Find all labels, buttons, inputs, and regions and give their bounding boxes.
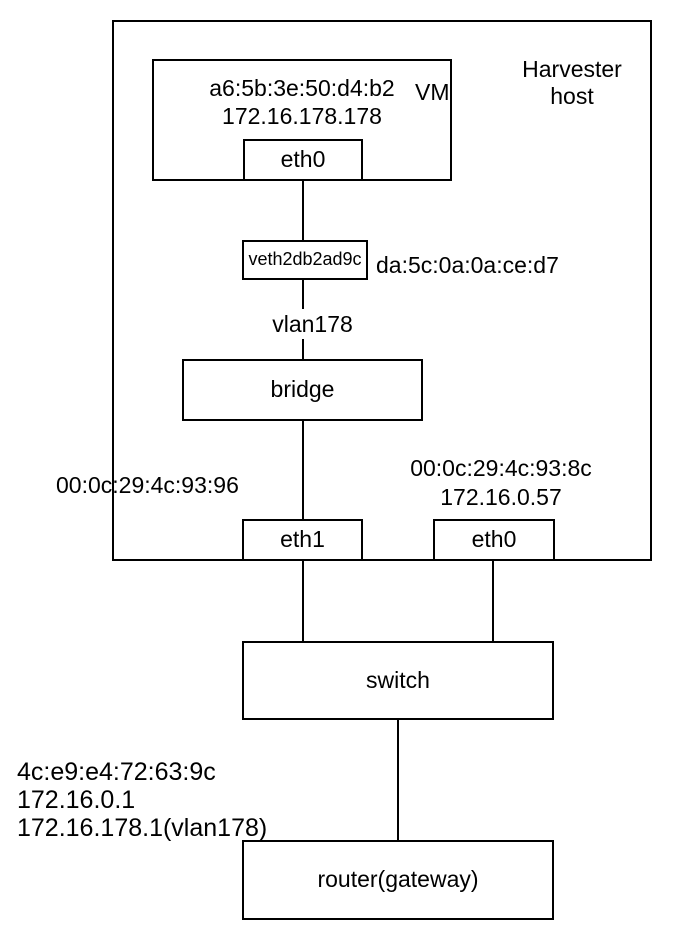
bridge-label: bridge	[270, 376, 335, 403]
edge-eth0-to-switch	[492, 561, 494, 641]
veth-mac-address: da:5c:0a:0a:ce:d7	[376, 252, 559, 278]
vm-eth0-box: eth0	[243, 139, 363, 181]
vm-eth0-label: eth0	[280, 146, 326, 173]
vm-tag: VM	[415, 79, 450, 105]
eth0-host-mac-address: 00:0c:29:4c:93:8c	[410, 455, 592, 481]
eth0-host-addresses: 00:0c:29:4c:93:8c 172.16.0.57	[401, 454, 601, 512]
harvester-host-title-line1: Harvester	[522, 56, 622, 82]
router-mac-address: 4c:e9:e4:72:63:9c	[17, 758, 216, 786]
switch-label: switch	[366, 666, 430, 693]
router-label: router(gateway)	[317, 866, 479, 893]
vm-ip-address: 172.16.178.178	[222, 103, 382, 129]
vm-addresses: a6:5b:3e:50:d4:b2 172.16.178.178	[152, 74, 452, 130]
edge-vm-eth0-to-veth	[302, 181, 304, 240]
eth1-label: eth1	[280, 526, 325, 553]
edge-eth1-to-switch	[302, 561, 304, 641]
router-box: router(gateway)	[242, 840, 554, 920]
eth1-box: eth1	[242, 519, 363, 561]
router-ip-address: 172.16.0.1	[17, 786, 136, 814]
eth1-mac-address: 00:0c:29:4c:93:96	[56, 472, 239, 498]
switch-box: switch	[242, 641, 554, 720]
veth-box: veth2db2ad9c	[242, 240, 368, 280]
vlan178-label: vlan178	[270, 309, 355, 339]
harvester-host-title: Harvester host	[492, 56, 652, 110]
edge-bridge-to-eth1	[302, 421, 304, 520]
vm-mac-address: a6:5b:3e:50:d4:b2	[209, 75, 395, 101]
harvester-host-title-line2: host	[550, 83, 594, 109]
eth0-host-ip-address: 172.16.0.57	[440, 484, 562, 510]
router-vlan-ip-address: 172.16.178.1(vlan178)	[17, 814, 268, 842]
edge-switch-to-router	[397, 720, 399, 841]
router-addresses: 4c:e9:e4:72:63:9c 172.16.0.1 172.16.178.…	[17, 758, 267, 842]
veth-label: veth2db2ad9c	[248, 249, 362, 270]
eth0-host-label: eth0	[471, 526, 517, 553]
eth0-host-box: eth0	[433, 519, 555, 561]
bridge-box: bridge	[182, 359, 423, 421]
